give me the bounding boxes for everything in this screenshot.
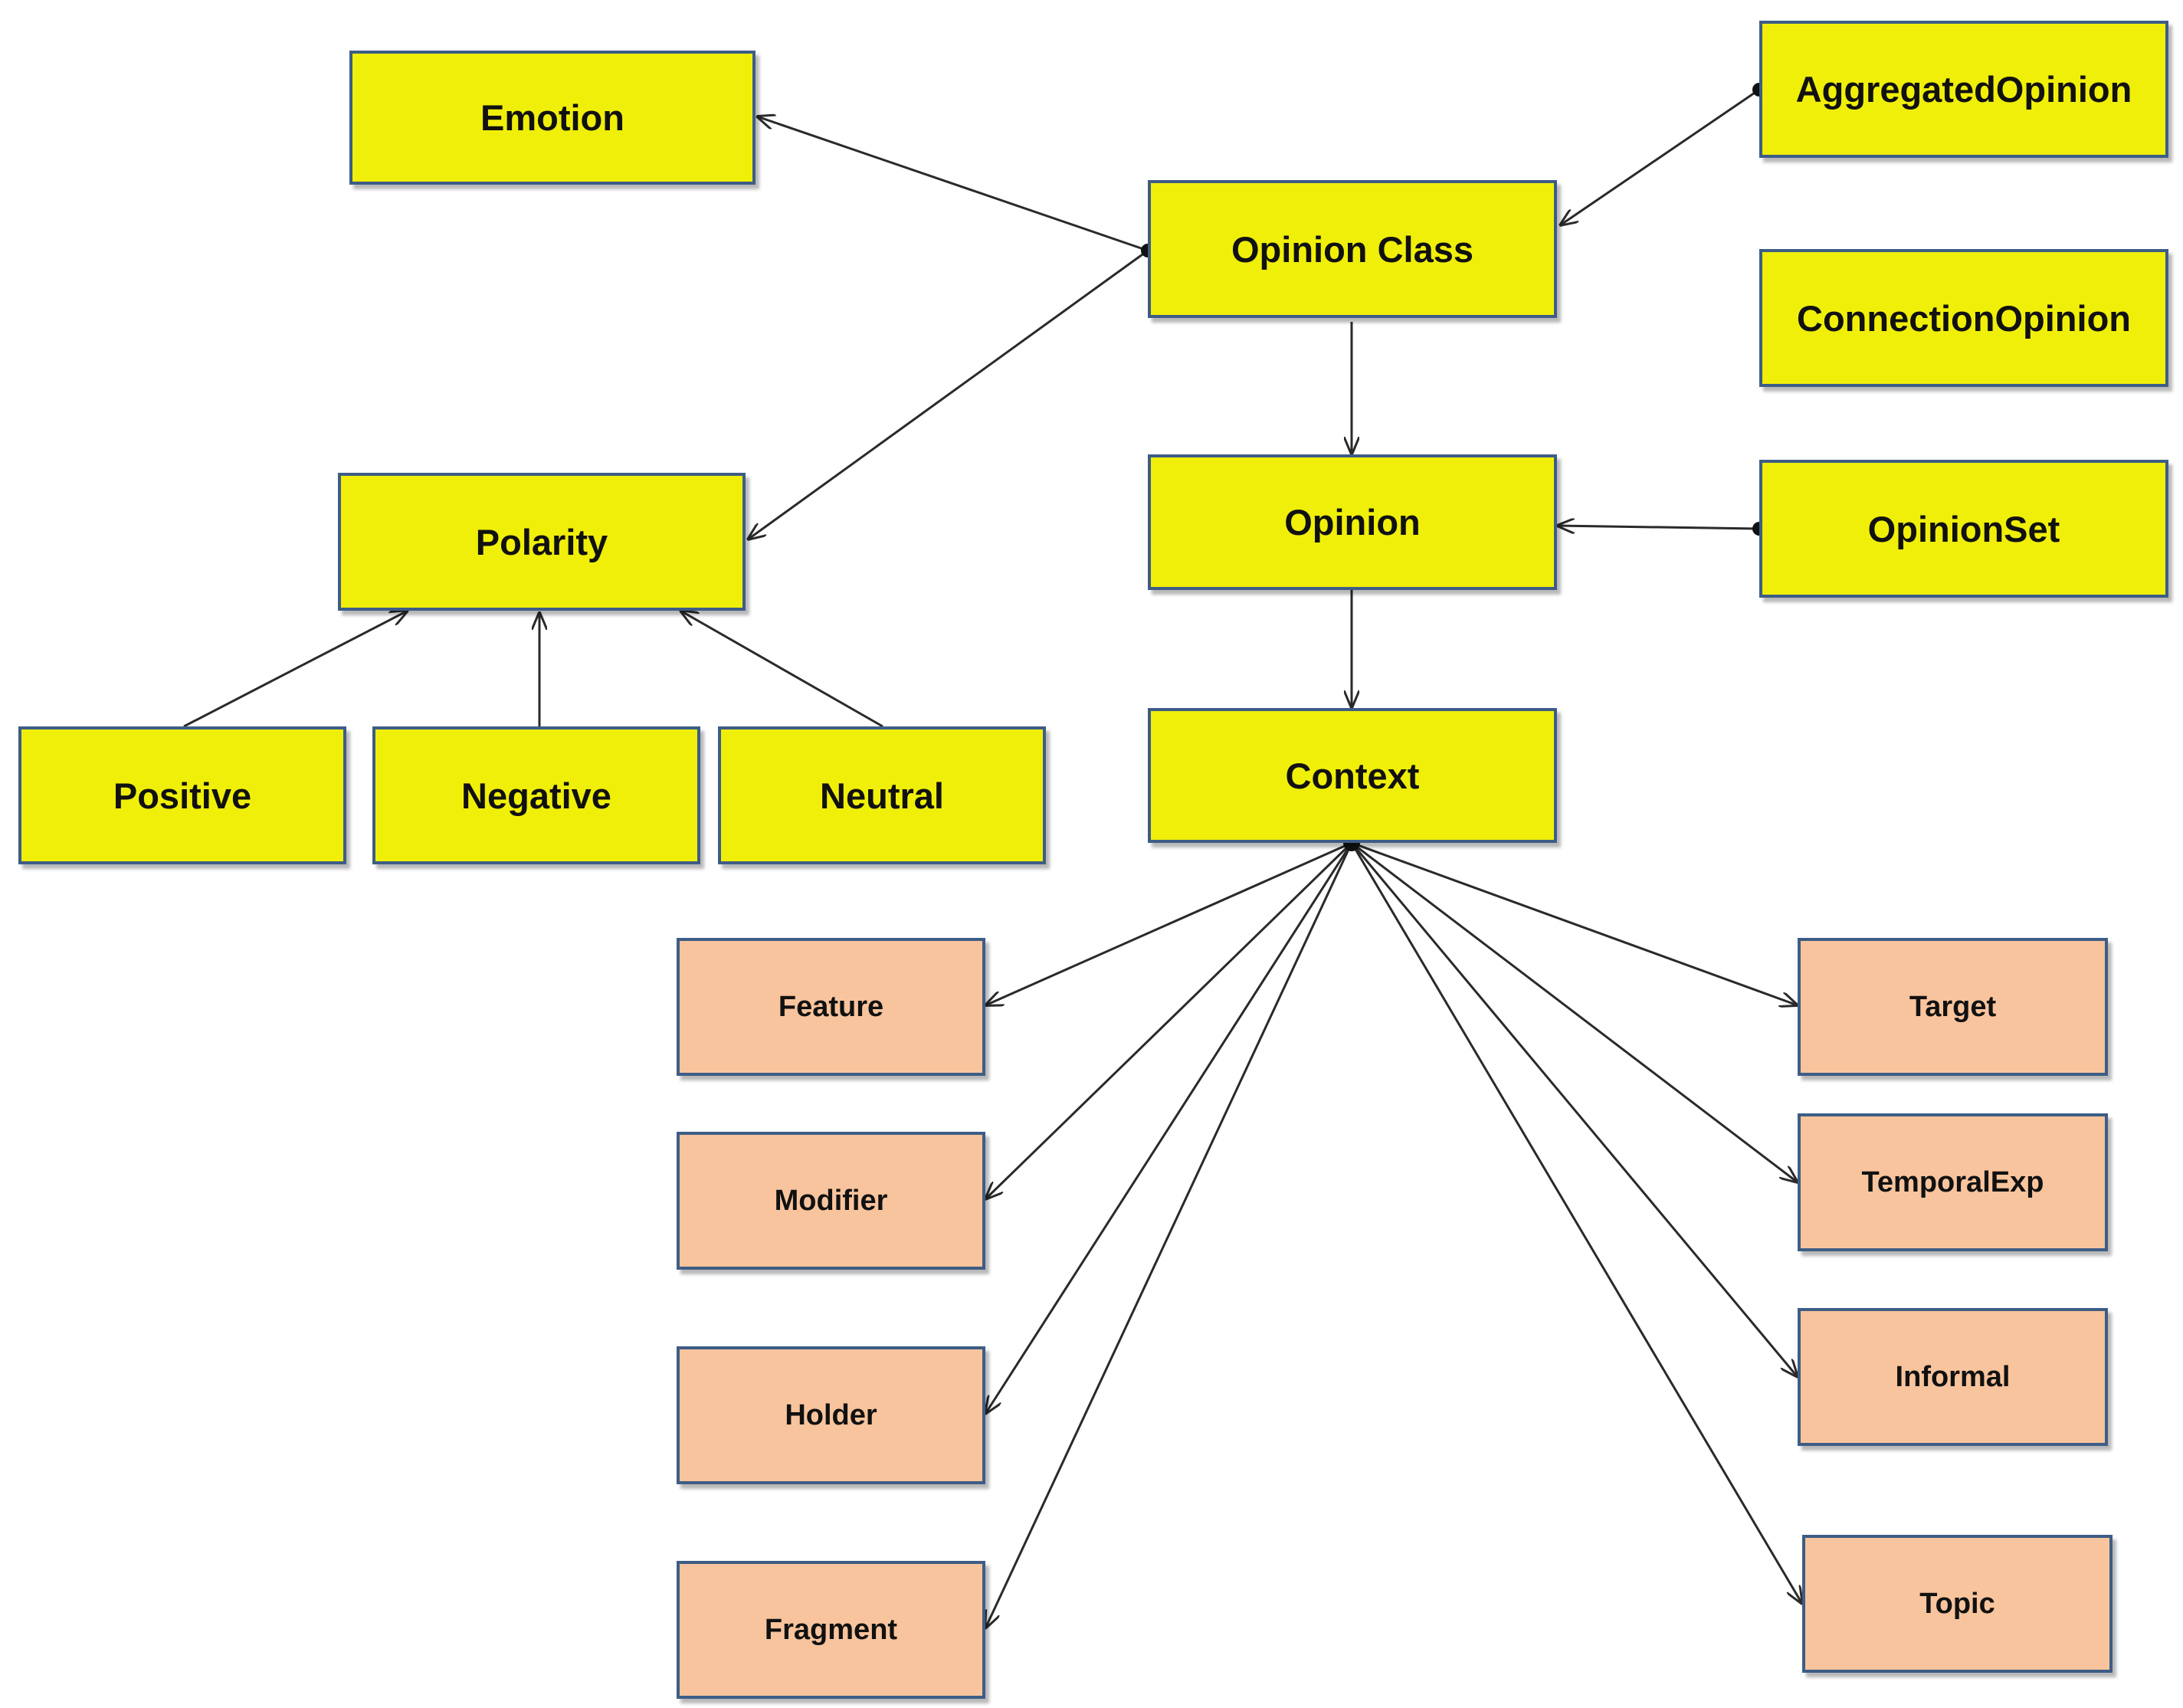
node-informal: Informal — [1798, 1308, 2108, 1446]
node-topic: Topic — [1802, 1535, 2113, 1673]
edge-opinion-class-to-polarity — [748, 249, 1149, 539]
node-holder: Holder — [677, 1346, 985, 1484]
edge-context-to-informal — [1350, 842, 1798, 1377]
node-connection-opinion: ConnectionOpinion — [1759, 249, 2168, 387]
node-polarity: Polarity — [338, 473, 746, 611]
edge-aggregated-opinion-to-opinion-class — [1560, 88, 1760, 225]
edge-context-to-fragment — [985, 842, 1353, 1628]
node-opinion-class: Opinion Class — [1148, 180, 1557, 318]
node-neutral: Neutral — [718, 726, 1046, 864]
edge-neutral-to-polarity — [680, 611, 883, 728]
node-modifier: Modifier — [677, 1132, 985, 1270]
edge-opinion-class-to-emotion — [757, 116, 1149, 252]
edge-context-to-topic — [1350, 842, 1802, 1604]
node-opinion: Opinion — [1148, 454, 1557, 590]
node-opinion-set: OpinionSet — [1759, 460, 2168, 598]
edge-context-to-holder — [985, 842, 1353, 1414]
node-emotion: Emotion — [349, 51, 756, 185]
edge-opinion-set-to-opinion — [1557, 526, 1760, 529]
node-temporal-exp: TemporalExp — [1798, 1113, 2108, 1251]
node-fragment: Fragment — [677, 1561, 985, 1699]
edge-context-to-feature — [985, 841, 1352, 1005]
node-aggregated-opinion: AggregatedOpinion — [1759, 21, 2168, 158]
edge-context-to-modifier — [985, 841, 1353, 1199]
edge-context-to-target — [1351, 841, 1798, 1005]
edge-context-to-temporal-exp — [1351, 841, 1798, 1182]
node-context: Context — [1148, 708, 1557, 843]
edge-positive-to-polarity — [183, 611, 408, 728]
node-negative: Negative — [372, 726, 700, 864]
node-feature: Feature — [677, 938, 985, 1076]
node-target: Target — [1798, 938, 2108, 1076]
node-positive: Positive — [18, 726, 346, 864]
